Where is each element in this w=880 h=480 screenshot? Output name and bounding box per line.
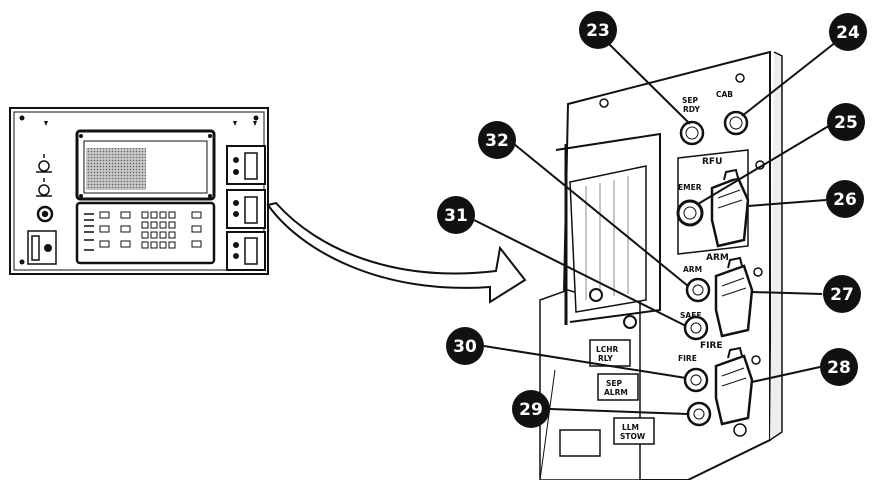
rfu-guard-switch[interactable]: [710, 168, 750, 248]
callout-23: 23: [579, 11, 617, 49]
callout-30-number: 30: [453, 337, 477, 357]
arm-guard-switch[interactable]: [714, 256, 754, 338]
callout-28-number: 28: [827, 358, 851, 378]
cab-label: CAB: [716, 90, 733, 99]
callout-32: 32: [478, 121, 516, 159]
sep-rdy-button[interactable]: [679, 120, 705, 146]
overview-keypad: [75, 201, 216, 265]
callout-23-number: 23: [586, 21, 610, 41]
fire-button[interactable]: [683, 367, 709, 393]
callout-31-number: 31: [444, 206, 468, 226]
zoom-arrow-icon: [266, 201, 527, 304]
lchr-label-line2: RLY: [598, 354, 613, 363]
overview-knob-icons: [36, 154, 54, 223]
overview-display: [75, 129, 216, 201]
callout-25: 25: [827, 103, 865, 141]
fire-guard-switch[interactable]: [714, 346, 754, 426]
callout-29-number: 29: [519, 400, 543, 420]
callout-24: 24: [829, 13, 867, 51]
callout-26-number: 26: [833, 190, 857, 210]
rfu-label: RFU: [702, 157, 722, 167]
callout-30: 30: [446, 327, 484, 365]
callout-27: 27: [823, 275, 861, 313]
arm-button-label: ARM: [683, 265, 702, 274]
emer-label: EMER: [678, 183, 702, 192]
overview-left-switch: [27, 230, 57, 265]
overview-right-switches: [226, 145, 266, 271]
llm-label-line1: LLM: [622, 423, 639, 432]
callout-27-number: 27: [830, 285, 854, 305]
lower-button[interactable]: [686, 401, 712, 427]
sep-rdy-label-line1: SEP: [682, 96, 699, 105]
callout-31: 31: [437, 196, 475, 234]
overview-indicator-icons: [44, 121, 257, 126]
arm-section-label: ARM: [706, 253, 729, 263]
leader-lines: [473, 41, 837, 415]
cab-button[interactable]: [723, 110, 749, 136]
lchr-label-line1: LCHR: [596, 345, 619, 354]
callout-28: 28: [820, 348, 858, 386]
fire-section-label: FIRE: [700, 341, 723, 351]
callout-24-number: 24: [836, 23, 860, 43]
callout-26: 26: [826, 180, 864, 218]
sep-alarm-label-line2: ALRM: [604, 388, 628, 397]
lower-legend-boxes: [559, 339, 655, 457]
callout-32-number: 32: [485, 131, 509, 151]
sep-alarm-label-line1: SEP: [606, 379, 623, 388]
llm-label-line2: STOW: [620, 432, 646, 441]
callout-29: 29: [512, 390, 550, 428]
safe-label: SAFE: [680, 311, 701, 320]
overview-panel: [9, 107, 269, 275]
callout-25-number: 25: [834, 113, 858, 133]
emer-button[interactable]: [676, 199, 704, 227]
sep-rdy-label-line2: RDY: [683, 105, 700, 114]
arm-button[interactable]: [685, 277, 711, 303]
safe-button[interactable]: [683, 315, 709, 341]
fire-button-label: FIRE: [678, 354, 697, 363]
